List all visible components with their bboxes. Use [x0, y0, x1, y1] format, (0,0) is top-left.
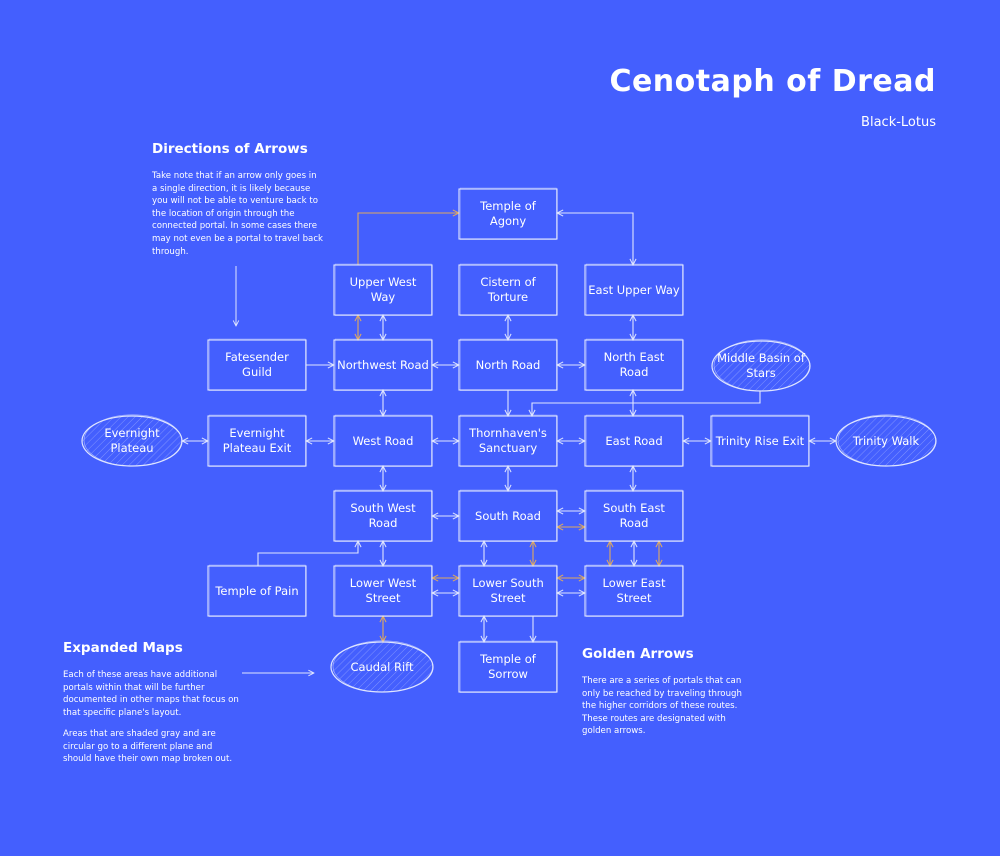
node-temple-pain-label: Temple of Pain — [215, 583, 299, 598]
node-lower-east-street-box — [584, 565, 684, 617]
connector-temple-agony-east-upper-way — [557, 213, 633, 265]
connector-temple-pain-south-west-road — [257, 541, 358, 566]
node-trinity-exit-box — [710, 415, 810, 467]
node-fatesender-guild-label: Fatesender Guild — [225, 350, 289, 379]
node-caudal-rift-sketch — [332, 640, 433, 693]
node-thornhaven-label: Thornhaven's Sanctuary — [469, 426, 547, 455]
node-south-east-road-box — [584, 490, 684, 542]
node-temple-agony-box — [458, 188, 558, 240]
node-cistern-torture-label: Cistern of Torture — [480, 275, 536, 304]
node-lower-east-street-sketch — [585, 564, 683, 617]
node-east-road-box — [584, 415, 684, 467]
node-evernight-plateau-label: Evernight Plateau — [104, 426, 160, 455]
node-east-road-label: East Road — [605, 433, 663, 448]
node-lower-south-street-box — [458, 565, 558, 617]
node-north-road-label: North Road — [475, 357, 541, 372]
node-thornhaven-sketch — [459, 414, 557, 467]
node-northwest-road-sketch — [334, 338, 432, 391]
node-evernight-exit-label: Evernight Plateau Exit — [222, 426, 292, 455]
node-south-east-road-sketch — [585, 489, 683, 542]
node-lower-south-street-label: Lower South Street — [472, 576, 544, 605]
node-northwest-road-label: Northwest Road — [337, 357, 429, 372]
node-south-road-label: South Road — [475, 508, 541, 523]
node-trinity-walk-label: Trinity Walk — [852, 433, 920, 448]
connector-upper-west-way-temple-agony-golden — [357, 213, 459, 265]
node-cistern-torture-box — [458, 264, 558, 316]
node-north-east-road-sketch — [585, 338, 683, 391]
node-temple-sorrow-box — [458, 641, 558, 693]
node-east-road-sketch — [585, 414, 683, 467]
node-fatesender-guild-sketch — [208, 338, 306, 391]
node-lower-west-street-box — [333, 565, 433, 617]
note-arrows-text: Take note that if an arrow only goes in … — [152, 171, 324, 257]
node-upper-west-way-box — [333, 264, 433, 316]
node-thornhaven-box — [458, 415, 558, 467]
node-lower-east-street-label: Lower East Street — [602, 576, 666, 605]
node-northwest-road-box — [333, 339, 433, 391]
node-temple-sorrow-sketch — [459, 640, 557, 693]
node-west-road-label: West Road — [352, 433, 414, 448]
node-trinity-walk-sketch — [837, 414, 936, 467]
node-south-road-sketch — [459, 489, 557, 542]
note-expanded-heading: Expanded Maps — [63, 640, 183, 656]
map-title: Cenotaph of Dread — [609, 64, 936, 99]
node-lower-west-street-sketch — [334, 564, 432, 617]
node-north-east-road-box — [584, 339, 684, 391]
note-expanded-text-2: Areas that are shaded gray and are circu… — [63, 729, 233, 765]
node-upper-west-way-sketch — [334, 263, 432, 316]
node-trinity-exit-label: Trinity Rise Exit — [715, 433, 805, 448]
node-upper-west-way-label: Upper West Way — [349, 275, 417, 304]
node-lower-south-street-sketch — [459, 564, 557, 617]
map-author: Black-Lotus — [861, 115, 936, 130]
connector-middle-basin-thornhaven — [532, 391, 761, 416]
node-evernight-exit-box — [207, 415, 307, 467]
note-arrows-heading: Directions of Arrows — [152, 141, 308, 157]
node-south-west-road-label: South West Road — [350, 501, 416, 530]
node-east-upper-way-box — [584, 264, 684, 316]
node-middle-basin-sketch — [713, 339, 810, 392]
node-middle-basin-label: Middle Basin of Stars — [717, 351, 805, 380]
node-west-road-sketch — [334, 414, 432, 467]
node-temple-sorrow-label: Temple of Sorrow — [480, 652, 536, 681]
node-trinity-exit-sketch — [711, 414, 809, 467]
note-expanded-text-1: Each of these areas have additional port… — [63, 670, 239, 718]
node-lower-west-street-label: Lower West Street — [349, 576, 417, 605]
node-evernight-plateau-sketch — [83, 414, 182, 467]
node-temple-pain-sketch — [208, 564, 306, 617]
node-evernight-exit-sketch — [208, 414, 306, 467]
node-south-road-box — [458, 490, 558, 542]
node-north-road-sketch — [459, 338, 557, 391]
node-north-east-road-label: North East Road — [603, 350, 665, 379]
node-east-upper-way-label: East Upper Way — [588, 282, 680, 297]
node-south-east-road-label: South East Road — [603, 501, 665, 530]
node-west-road-box — [333, 415, 433, 467]
note-golden-text: There are a series of portals that can o… — [582, 676, 742, 737]
node-south-west-road-box — [333, 490, 433, 542]
node-fatesender-guild-box — [207, 339, 307, 391]
node-temple-pain-box — [207, 565, 307, 617]
node-east-upper-way-sketch — [585, 263, 683, 316]
node-cistern-torture-sketch — [459, 263, 557, 316]
node-caudal-rift-label: Caudal Rift — [350, 659, 414, 674]
node-north-road-box — [458, 339, 558, 391]
node-temple-agony-sketch — [459, 187, 557, 240]
note-golden-heading: Golden Arrows — [582, 646, 694, 662]
node-south-west-road-sketch — [334, 489, 432, 542]
node-temple-agony-label: Temple of Agony — [480, 199, 536, 228]
